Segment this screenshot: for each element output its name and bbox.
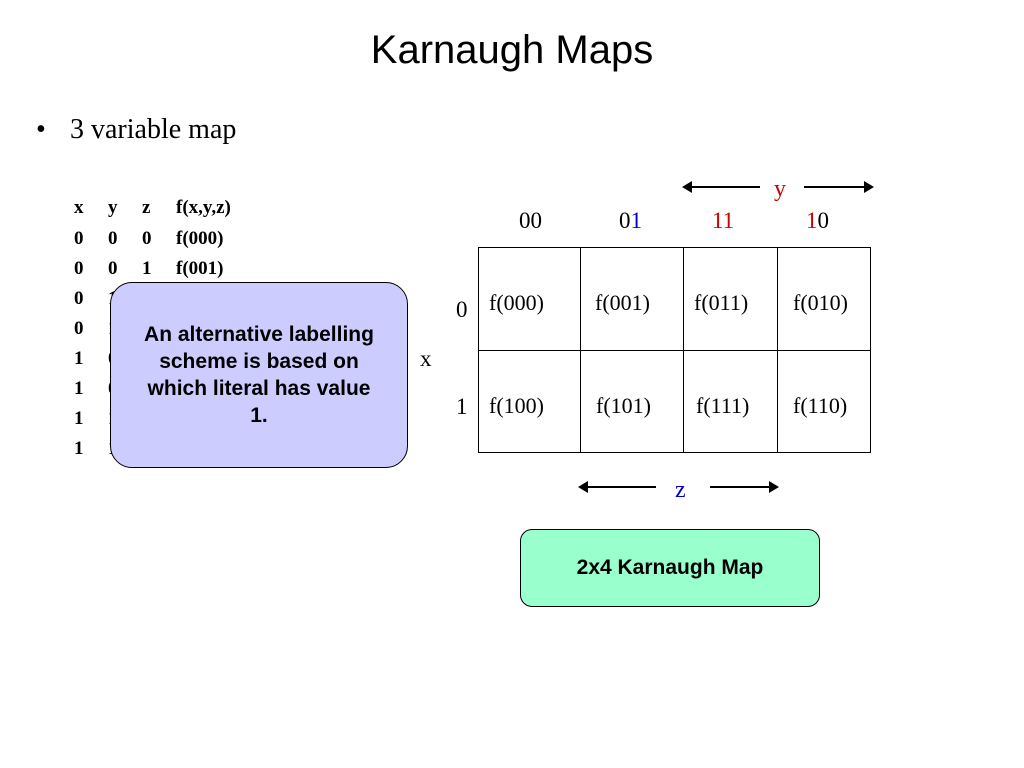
y-arrow-right [804, 181, 874, 193]
y-arrow-left [682, 181, 760, 193]
z-label: z [675, 477, 686, 503]
caption-box: 2x4 Karnaugh Map [520, 529, 820, 607]
header-f: f(x,y,z) [176, 197, 231, 218]
kmap-cell: f(011) [694, 290, 749, 315]
cell-f: f(000) [176, 228, 224, 249]
cell-x: 1 [74, 408, 84, 429]
kmap-cell: f(001) [595, 290, 650, 315]
row-label-0: 0 [456, 297, 468, 322]
cell-y: 0 [108, 258, 118, 279]
kmap-cell: f(000) [489, 290, 544, 315]
cell-z: 0 [142, 228, 152, 249]
z-arrow-right [710, 481, 779, 493]
kmap-cell: f(101) [596, 393, 651, 418]
kmap-cell: f(110) [793, 393, 848, 418]
cell-x: 1 [74, 348, 84, 369]
cell-x: 0 [74, 288, 84, 309]
kmap-cell: f(100) [489, 393, 544, 418]
header-y: y [108, 197, 118, 218]
bullet-dot: • [36, 114, 46, 145]
karnaugh-map-grid: f(000) f(001) f(011) f(010) f(100) f(101… [478, 247, 871, 453]
table-row: 0 0 0 f(000) [74, 224, 231, 254]
x-label: x [420, 346, 432, 371]
kmap-cell: f(010) [793, 290, 848, 315]
truth-table-header: x y z f(x,y,z) [74, 196, 231, 220]
cell-x: 0 [74, 228, 84, 249]
cell-z: 1 [142, 258, 152, 279]
cell-f: f(001) [176, 258, 224, 279]
bullet-text: 3 variable map [70, 114, 237, 145]
callout-box: An alternative labelling scheme is based… [110, 282, 408, 468]
cell-x: 1 [74, 438, 84, 459]
cell-x: 1 [74, 378, 84, 399]
col-header-00: 00 [519, 208, 542, 233]
col-header-11: 11 [712, 208, 735, 233]
row-label-1: 1 [456, 394, 468, 419]
z-arrow-left [578, 481, 656, 493]
page-title: Karnaugh Maps [370, 28, 654, 72]
col-header-10: 10 [806, 208, 829, 233]
col-header-01: 01 [619, 208, 642, 233]
cell-x: 0 [74, 318, 84, 339]
bullet-item: • 3 variable map [36, 114, 236, 146]
table-row: 0 0 1 f(001) [74, 254, 231, 284]
header-x: x [74, 197, 84, 218]
kmap-cell: f(111) [696, 393, 750, 418]
header-z: z [142, 197, 151, 218]
cell-y: 0 [108, 228, 118, 249]
cell-x: 0 [74, 258, 84, 279]
y-label: y [774, 176, 786, 202]
grid-divider [479, 350, 870, 351]
